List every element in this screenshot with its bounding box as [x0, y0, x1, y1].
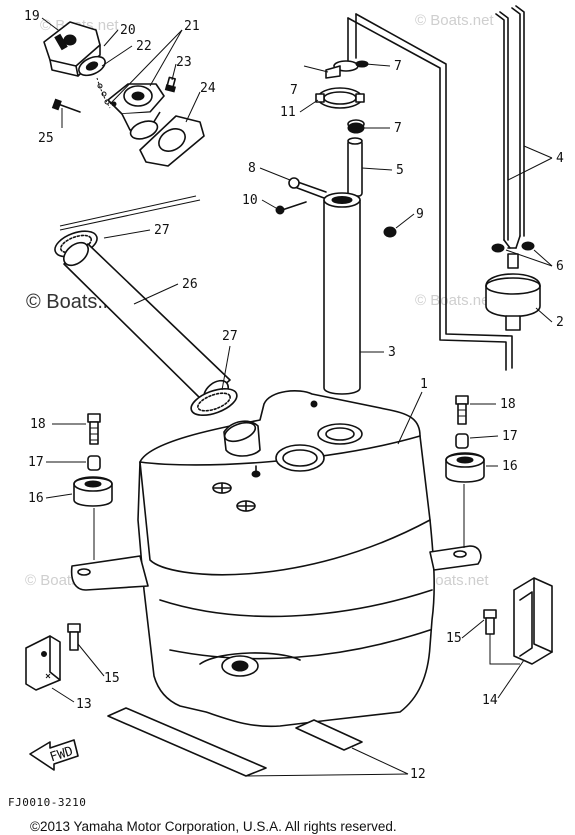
- callout-6: 6: [556, 259, 564, 274]
- part-17-spacer-right: [455, 433, 469, 449]
- callout-8: 8: [248, 161, 256, 176]
- part-27-clamp-lower: [190, 388, 238, 416]
- fwd-label: FWD: [48, 744, 75, 766]
- part-3-tube: [323, 192, 361, 395]
- diagram-code: FJ0010-3210: [8, 796, 87, 809]
- callout-9: 9: [416, 207, 424, 222]
- leader-lines: [41, 17, 553, 777]
- part-25-screw: [51, 98, 81, 113]
- callout-7a: 7: [290, 83, 298, 98]
- callout-16b: 16: [502, 459, 518, 474]
- callout-11: 11: [280, 105, 296, 120]
- callout-27b: 27: [222, 329, 238, 344]
- part-16-grommet-right: [445, 452, 485, 483]
- part-24-gasket: [139, 115, 205, 167]
- part-5-hose: [347, 137, 363, 197]
- part-19-cap: [43, 21, 101, 77]
- part-7-clip-top: [325, 60, 369, 79]
- callout-19: 19: [24, 9, 40, 24]
- part-12-strips: [107, 707, 363, 777]
- part-22-gasket: [78, 55, 106, 77]
- part-18-bolt-left: [87, 413, 101, 445]
- callout-13: 13: [76, 697, 92, 712]
- callout-7c: 7: [394, 121, 402, 136]
- part-15-bolt-left: [67, 623, 81, 651]
- callout-labels: 19 20 21 22 23 24 25 7 7 11 7 5 8 10 9 4…: [24, 9, 564, 782]
- callout-4: 4: [556, 151, 564, 166]
- watermark-mid-right: © Boats.net: [415, 292, 494, 309]
- callout-26: 26: [182, 277, 198, 292]
- part-17-spacer-left: [87, 455, 101, 471]
- part-21-filler-neck: [107, 83, 165, 140]
- part-16-grommet-left: [73, 476, 113, 507]
- part-11-clamp: [315, 87, 365, 109]
- vent-tube-loop: [347, 13, 513, 371]
- part-7-clip-lower: [347, 119, 365, 134]
- callout-18b: 18: [500, 397, 516, 412]
- part-20-chain: [96, 77, 111, 109]
- callout-7b: 7: [394, 59, 402, 74]
- callout-10: 10: [242, 193, 258, 208]
- callout-5: 5: [396, 163, 404, 178]
- callout-16a: 16: [28, 491, 44, 506]
- fwd-arrow: FWD: [29, 739, 79, 771]
- callout-17b: 17: [502, 429, 518, 444]
- part-14-bracket: [513, 577, 553, 665]
- part-10-screw: [275, 201, 307, 215]
- callout-1: 1: [420, 377, 428, 392]
- callout-18a: 18: [30, 417, 46, 432]
- callout-22: 22: [136, 39, 152, 54]
- part-15-bolt-right: [483, 609, 520, 665]
- callout-27a: 27: [154, 223, 170, 238]
- callout-15b: 15: [104, 671, 120, 686]
- callout-24: 24: [200, 81, 216, 96]
- part-13-bracket: [25, 635, 61, 691]
- callout-3: 3: [388, 345, 396, 360]
- part-6-clamps: [491, 241, 535, 253]
- part-9-nut: [383, 226, 397, 238]
- callout-2: 2: [556, 315, 564, 330]
- callout-14: 14: [482, 693, 498, 708]
- callout-21: 21: [184, 19, 200, 34]
- part-4-pipes: [495, 5, 525, 249]
- callout-12: 12: [410, 767, 426, 782]
- part-8-bolt: [288, 177, 327, 199]
- callout-25: 25: [38, 131, 54, 146]
- callout-23: 23: [176, 55, 192, 70]
- part-18-bolt-right: [455, 395, 469, 425]
- part-1-fuel-tank: [70, 390, 482, 728]
- watermark-top-right: © Boats.net: [415, 12, 494, 29]
- callout-20: 20: [120, 23, 136, 38]
- part-26-hose: [63, 241, 231, 405]
- copyright-notice: ©2013 Yamaha Motor Corporation, U.S.A. A…: [30, 819, 397, 834]
- callout-15a: 15: [446, 631, 462, 646]
- part-23-screw: [164, 76, 176, 93]
- part-2-filter: [485, 253, 541, 331]
- callout-17a: 17: [28, 455, 44, 470]
